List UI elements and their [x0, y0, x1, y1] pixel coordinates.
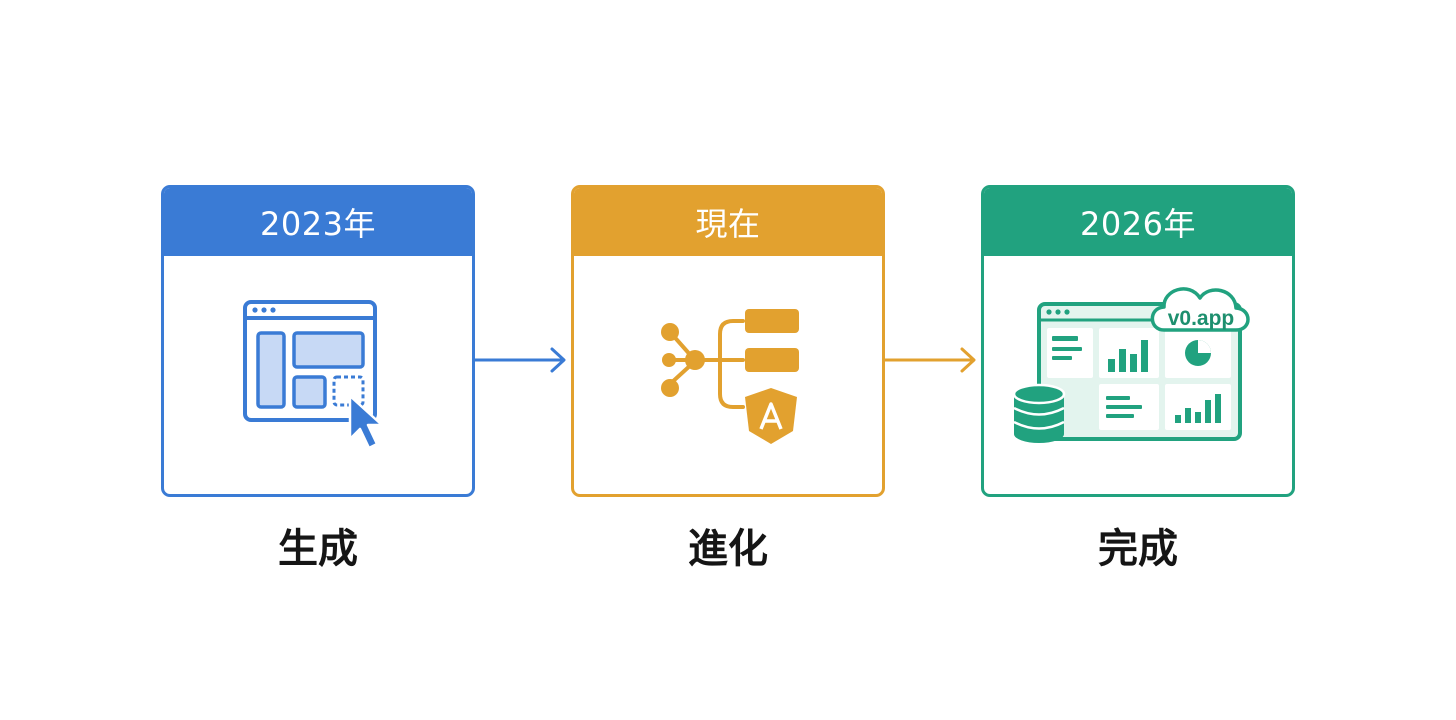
- arrow-right-icon: [474, 347, 566, 373]
- stage-header: 現在: [574, 188, 882, 256]
- stage-2023: 2023年: [161, 185, 475, 497]
- stage-caption: 生成: [278, 526, 358, 572]
- stage-caption: 進化: [688, 526, 768, 572]
- stage-current: 現在: [571, 185, 885, 497]
- stage-body: v0.app: [984, 256, 1292, 494]
- branching-tree-angular-icon: [661, 309, 799, 444]
- dashboard-cloud-database-icon: v0.app: [1012, 287, 1250, 443]
- arrow-right-icon: [884, 347, 976, 373]
- browser-drag-drop-icon: [243, 300, 384, 450]
- stage-header: 2023年: [164, 188, 472, 256]
- database-icon: [1012, 383, 1066, 443]
- stage-caption: 完成: [1098, 526, 1178, 572]
- cloud-label: v0.app: [1168, 307, 1235, 330]
- stage-2026: 2026年: [981, 185, 1295, 497]
- stage-body: [574, 256, 882, 494]
- stage-body: [164, 256, 472, 494]
- stage-header: 2026年: [984, 188, 1292, 256]
